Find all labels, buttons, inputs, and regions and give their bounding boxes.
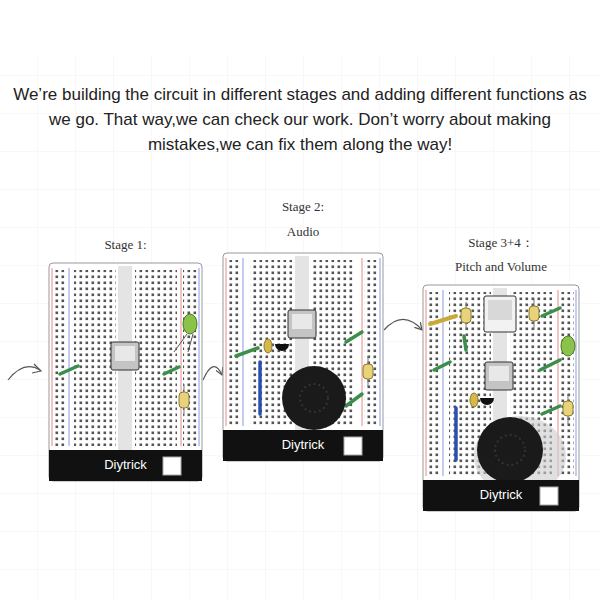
breadboard-stage: Stage 1: Diytrick [48,236,203,482]
breadboard [48,262,203,482]
breadboard-stage: Stage 3+4： Pitch and VolumeDiytrick [422,234,580,512]
brand-label: Diytrick [48,457,203,473]
brand-label: Diytrick [222,437,384,453]
breadboard-stage: Stage 2: AudioDiytrick [222,198,384,462]
entry-arrow [8,367,40,380]
stage-arrow [203,367,222,380]
stage-heading: Stage 3+4： [422,234,580,252]
stage-heading: Pitch and Volume [422,258,580,276]
stage-heading: Audio [222,223,384,241]
breadboard [422,284,580,512]
stage-arrow [384,319,422,330]
arrow-head [32,364,41,373]
brand-label: Diytrick [422,487,580,503]
title-text: We’re building the circuit in different … [12,82,588,157]
breadboard [222,252,384,462]
stage-heading: Stage 1: [48,236,203,254]
stage-heading: Stage 2: [222,198,384,216]
